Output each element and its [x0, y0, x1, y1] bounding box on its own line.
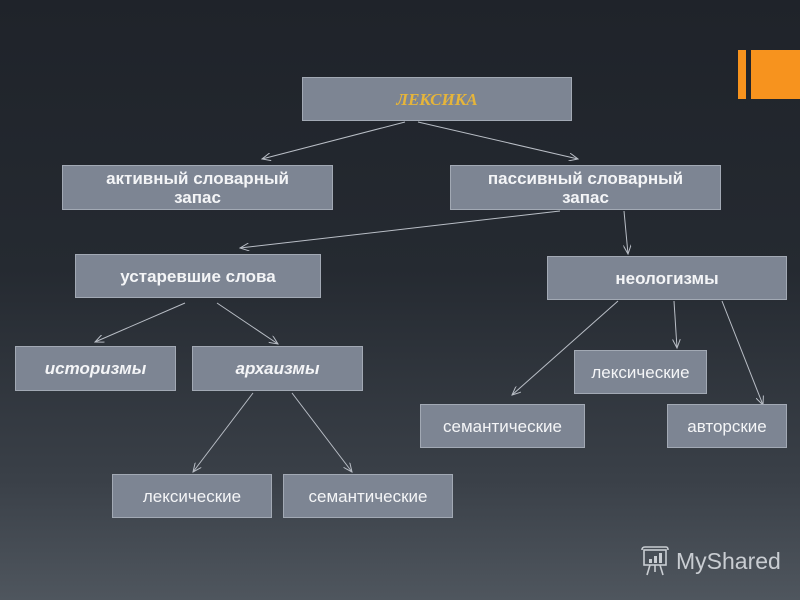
node-lexika-label: ЛЕКСИКА — [396, 89, 478, 109]
node-neologisms-lexical: лексические — [574, 350, 707, 394]
node-archaisms-label: архаизмы — [235, 359, 320, 378]
node-passive-vocabulary-label: пассивный словарный запас — [487, 168, 684, 207]
node-active-vocabulary: активный словарный запас — [62, 165, 333, 210]
node-neologisms-authorial: авторские — [667, 404, 787, 448]
presentation-board-icon — [641, 546, 669, 576]
node-neologisms-authorial-label: авторские — [687, 416, 767, 436]
node-archaisms: архаизмы — [192, 346, 363, 391]
node-neologisms: неологизмы — [547, 256, 787, 300]
node-historisms-label: историзмы — [44, 359, 147, 378]
watermark-text: MyShared — [676, 547, 781, 574]
node-historisms: историзмы — [15, 346, 176, 391]
node-neologisms-semantic-label: семантические — [443, 416, 562, 436]
myshared-watermark: MyShared — [640, 545, 781, 577]
node-neologisms-semantic: семантические — [420, 404, 585, 448]
node-archaisms-lexical-label: лексические — [142, 486, 242, 506]
node-obsolete-words: устаревшие слова — [75, 254, 321, 298]
node-passive-vocabulary: пассивный словарный запас — [450, 165, 721, 210]
node-active-vocabulary-label: активный словарный запас — [106, 168, 289, 207]
node-archaisms-semantic-label: семантические — [308, 486, 428, 506]
accent-bar-thin — [738, 50, 746, 99]
node-neologisms-lexical-label: лексические — [591, 362, 690, 382]
node-lexika: ЛЕКСИКА — [302, 77, 572, 121]
node-archaisms-semantic: семантические — [283, 474, 453, 518]
node-archaisms-lexical: лексические — [112, 474, 272, 518]
node-obsolete-words-label: устаревшие слова — [120, 266, 276, 286]
accent-bar-wide — [751, 50, 800, 99]
node-neologisms-label: неологизмы — [615, 268, 719, 288]
